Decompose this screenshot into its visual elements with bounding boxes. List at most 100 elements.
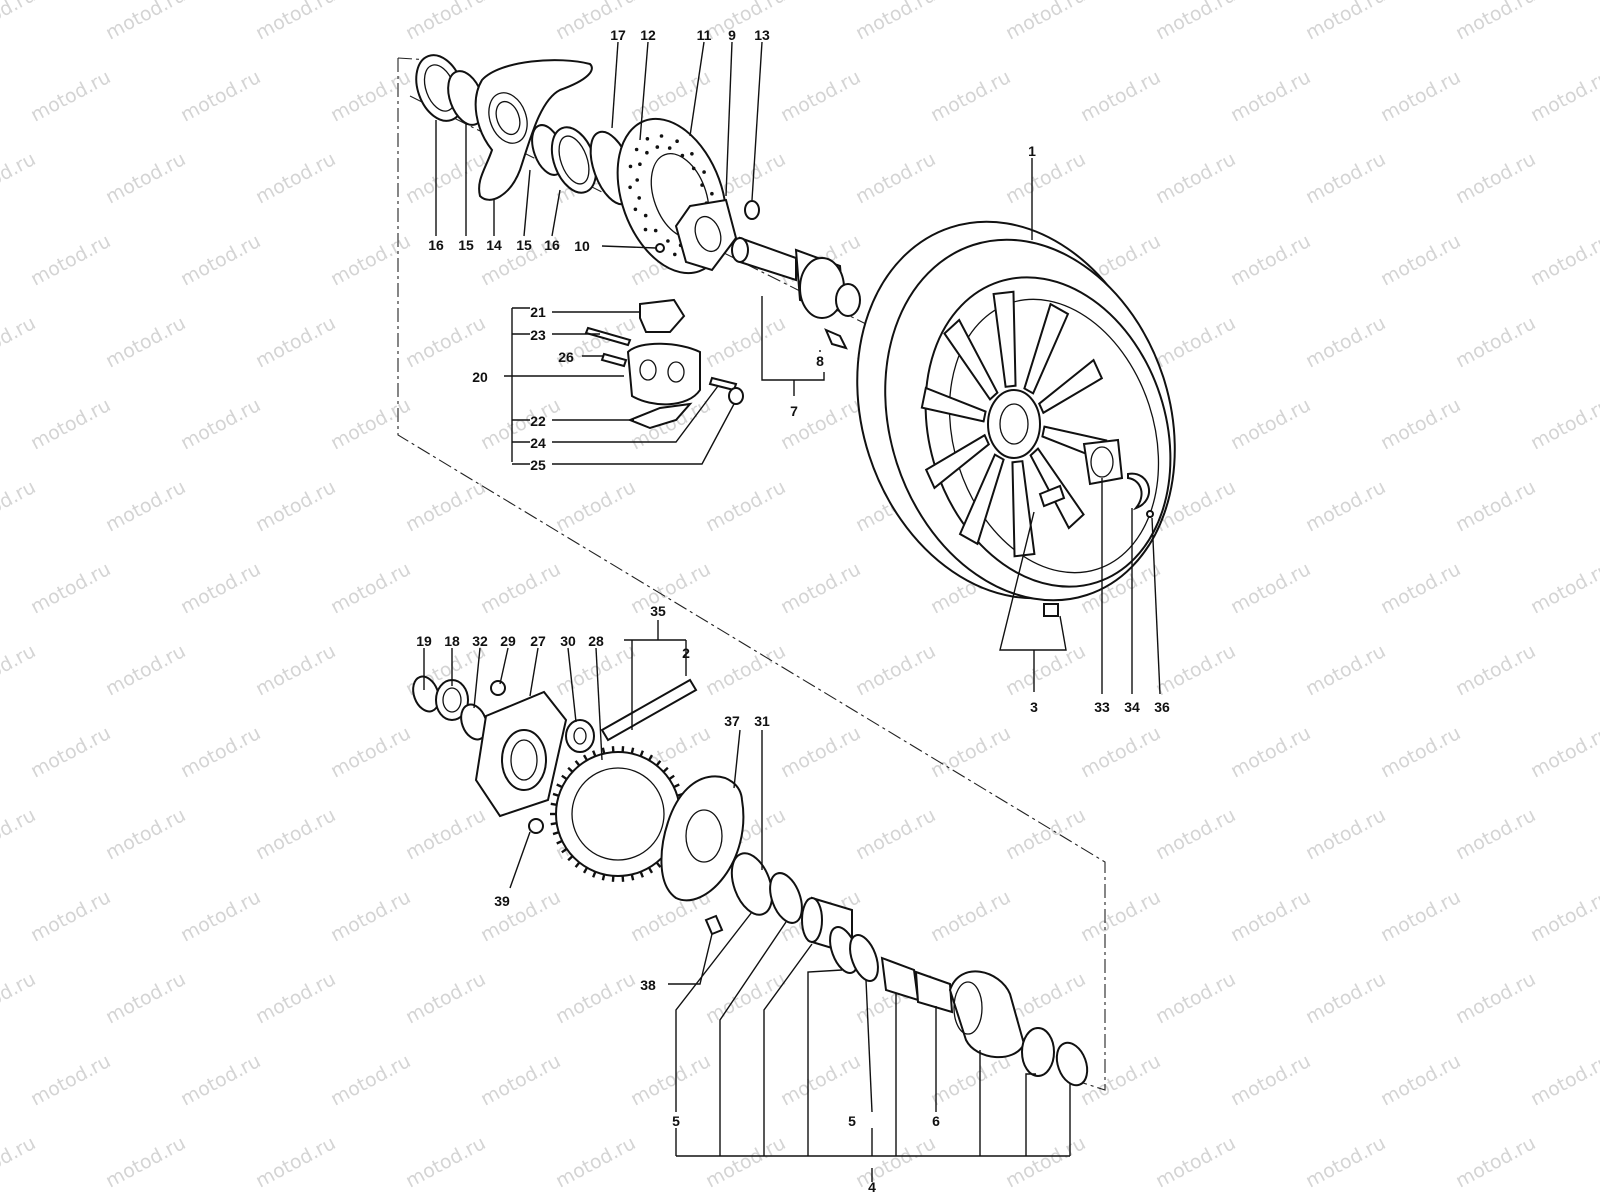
watermark-text: motod.ru xyxy=(702,640,789,700)
label-5b: 5 xyxy=(848,1113,856,1129)
watermark-text: motod.ru xyxy=(252,148,339,208)
watermark-text: motod.ru xyxy=(252,1132,339,1192)
watermark-text: motod.ru xyxy=(1152,0,1239,44)
label-35: 35 xyxy=(650,603,666,619)
watermark-text: motod.ru xyxy=(1227,722,1314,782)
watermark-text: motod.ru xyxy=(702,0,789,44)
label-3: 3 xyxy=(1030,699,1038,715)
disc-hole xyxy=(643,213,648,218)
watermark-text: motod.ru xyxy=(327,394,414,454)
watermark-text: motod.ru xyxy=(1002,804,1089,864)
watermark-text: motod.ru xyxy=(1452,968,1539,1028)
watermark-text: motod.ru xyxy=(327,558,414,618)
disc-hole xyxy=(680,153,685,158)
disc-hole xyxy=(690,152,694,156)
watermark-text: motod.ru xyxy=(102,1132,189,1192)
bolt-26 xyxy=(600,352,628,368)
watermark-text: motod.ru xyxy=(1302,804,1389,864)
label-23: 23 xyxy=(530,327,546,343)
watermark-text: motod.ru xyxy=(402,804,489,864)
watermark-text: motod.ru xyxy=(1227,558,1314,618)
watermark-text: motod.ru xyxy=(1002,640,1089,700)
caliper-20 xyxy=(626,342,701,406)
nut-13 xyxy=(744,200,760,220)
wheel-spoke xyxy=(924,433,991,490)
sprocket-tooth xyxy=(647,867,654,874)
watermark-text: motod.ru xyxy=(477,886,564,946)
label-5a: 5 xyxy=(672,1113,680,1129)
watermark-text: motod.ru xyxy=(1452,476,1539,536)
label-8: 8 xyxy=(816,353,824,369)
label-16b: 16 xyxy=(544,237,560,253)
watermark-text: motod.ru xyxy=(102,476,189,536)
watermark-text: motod.ru xyxy=(1527,558,1600,618)
watermark-text: motod.ru xyxy=(1377,66,1464,126)
watermark-text: motod.ru xyxy=(1377,722,1464,782)
wheel-spoke xyxy=(943,318,999,401)
watermark-text: motod.ru xyxy=(1302,640,1389,700)
disc-hole xyxy=(691,166,696,171)
bearing-30 xyxy=(565,719,595,753)
watermark-text: motod.ru xyxy=(27,558,114,618)
watermark-text: motod.ru xyxy=(1227,66,1314,126)
sprocket-tooth xyxy=(601,874,606,881)
label-31: 31 xyxy=(754,713,770,729)
watermark-text: motod.ru xyxy=(327,886,414,946)
watermark-text: motod.ru xyxy=(27,886,114,946)
watermark-text: motod.ru xyxy=(402,968,489,1028)
watermark-text: motod.ru xyxy=(702,312,789,372)
watermark-text: motod.ru xyxy=(27,394,114,454)
watermark-text: motod.ru xyxy=(1452,0,1539,44)
label-11: 11 xyxy=(697,27,712,43)
brake-pads-21 xyxy=(639,298,686,333)
disc-hole xyxy=(628,185,632,190)
watermark-text: motod.ru xyxy=(27,66,114,126)
spring-22 xyxy=(627,402,693,430)
label-7: 7 xyxy=(790,403,798,419)
brake-side-parts xyxy=(415,54,861,350)
watermark-text: motod.ru xyxy=(1377,558,1464,618)
label-22: 22 xyxy=(530,413,546,429)
sprocket-side-parts xyxy=(412,675,1089,1087)
watermark-text: motod.ru xyxy=(1302,476,1389,536)
watermark-text: motod.ru xyxy=(402,148,489,208)
label-2: 2 xyxy=(682,645,690,661)
watermark-text: motod.ru xyxy=(1377,1050,1464,1110)
disc-hole xyxy=(667,146,672,150)
disc-hole xyxy=(638,162,642,166)
watermark-text: motod.ru xyxy=(102,968,189,1028)
label-1: 1 xyxy=(1028,143,1036,159)
watermark-text: motod.ru xyxy=(1077,722,1164,782)
watermark-text: motod.ru xyxy=(177,394,264,454)
watermark-text: motod.ru xyxy=(252,640,339,700)
watermark-text: motod.ru xyxy=(1152,640,1239,700)
leader-lines xyxy=(423,41,1161,1182)
pin-23 xyxy=(584,326,632,347)
valve-3 xyxy=(1038,484,1066,508)
label-38: 38 xyxy=(640,977,656,993)
watermark-text: motod.ru xyxy=(1302,1132,1389,1192)
chain-35 xyxy=(600,678,698,742)
nut-39 xyxy=(528,818,544,834)
wheel-spoke xyxy=(920,386,987,423)
watermark-text: motod.ru xyxy=(1302,148,1389,208)
watermark-text: motod.ru xyxy=(1527,722,1600,782)
watermark-text: motod.ru xyxy=(1077,1050,1164,1110)
watermark-text: motod.ru xyxy=(27,1050,114,1110)
watermark-text: motod.ru xyxy=(477,558,564,618)
watermark-text: motod.ru xyxy=(402,312,489,372)
cap-25 xyxy=(728,387,744,405)
label-14: 14 xyxy=(486,237,502,253)
watermark-text: motod.ru xyxy=(252,476,339,536)
label-24: 24 xyxy=(530,435,546,451)
bolt-10 xyxy=(655,243,665,253)
watermark-text: motod.ru xyxy=(177,66,264,126)
wheel-spoke xyxy=(992,290,1017,388)
disc-hole xyxy=(635,178,639,182)
clip-34 xyxy=(1127,472,1150,511)
label-17: 17 xyxy=(610,27,626,43)
label-36: 36 xyxy=(1154,699,1170,715)
watermark-text: motod.ru xyxy=(1227,886,1314,946)
watermark-text: motod.ru xyxy=(327,230,414,290)
watermark-text: motod.ru xyxy=(102,804,189,864)
